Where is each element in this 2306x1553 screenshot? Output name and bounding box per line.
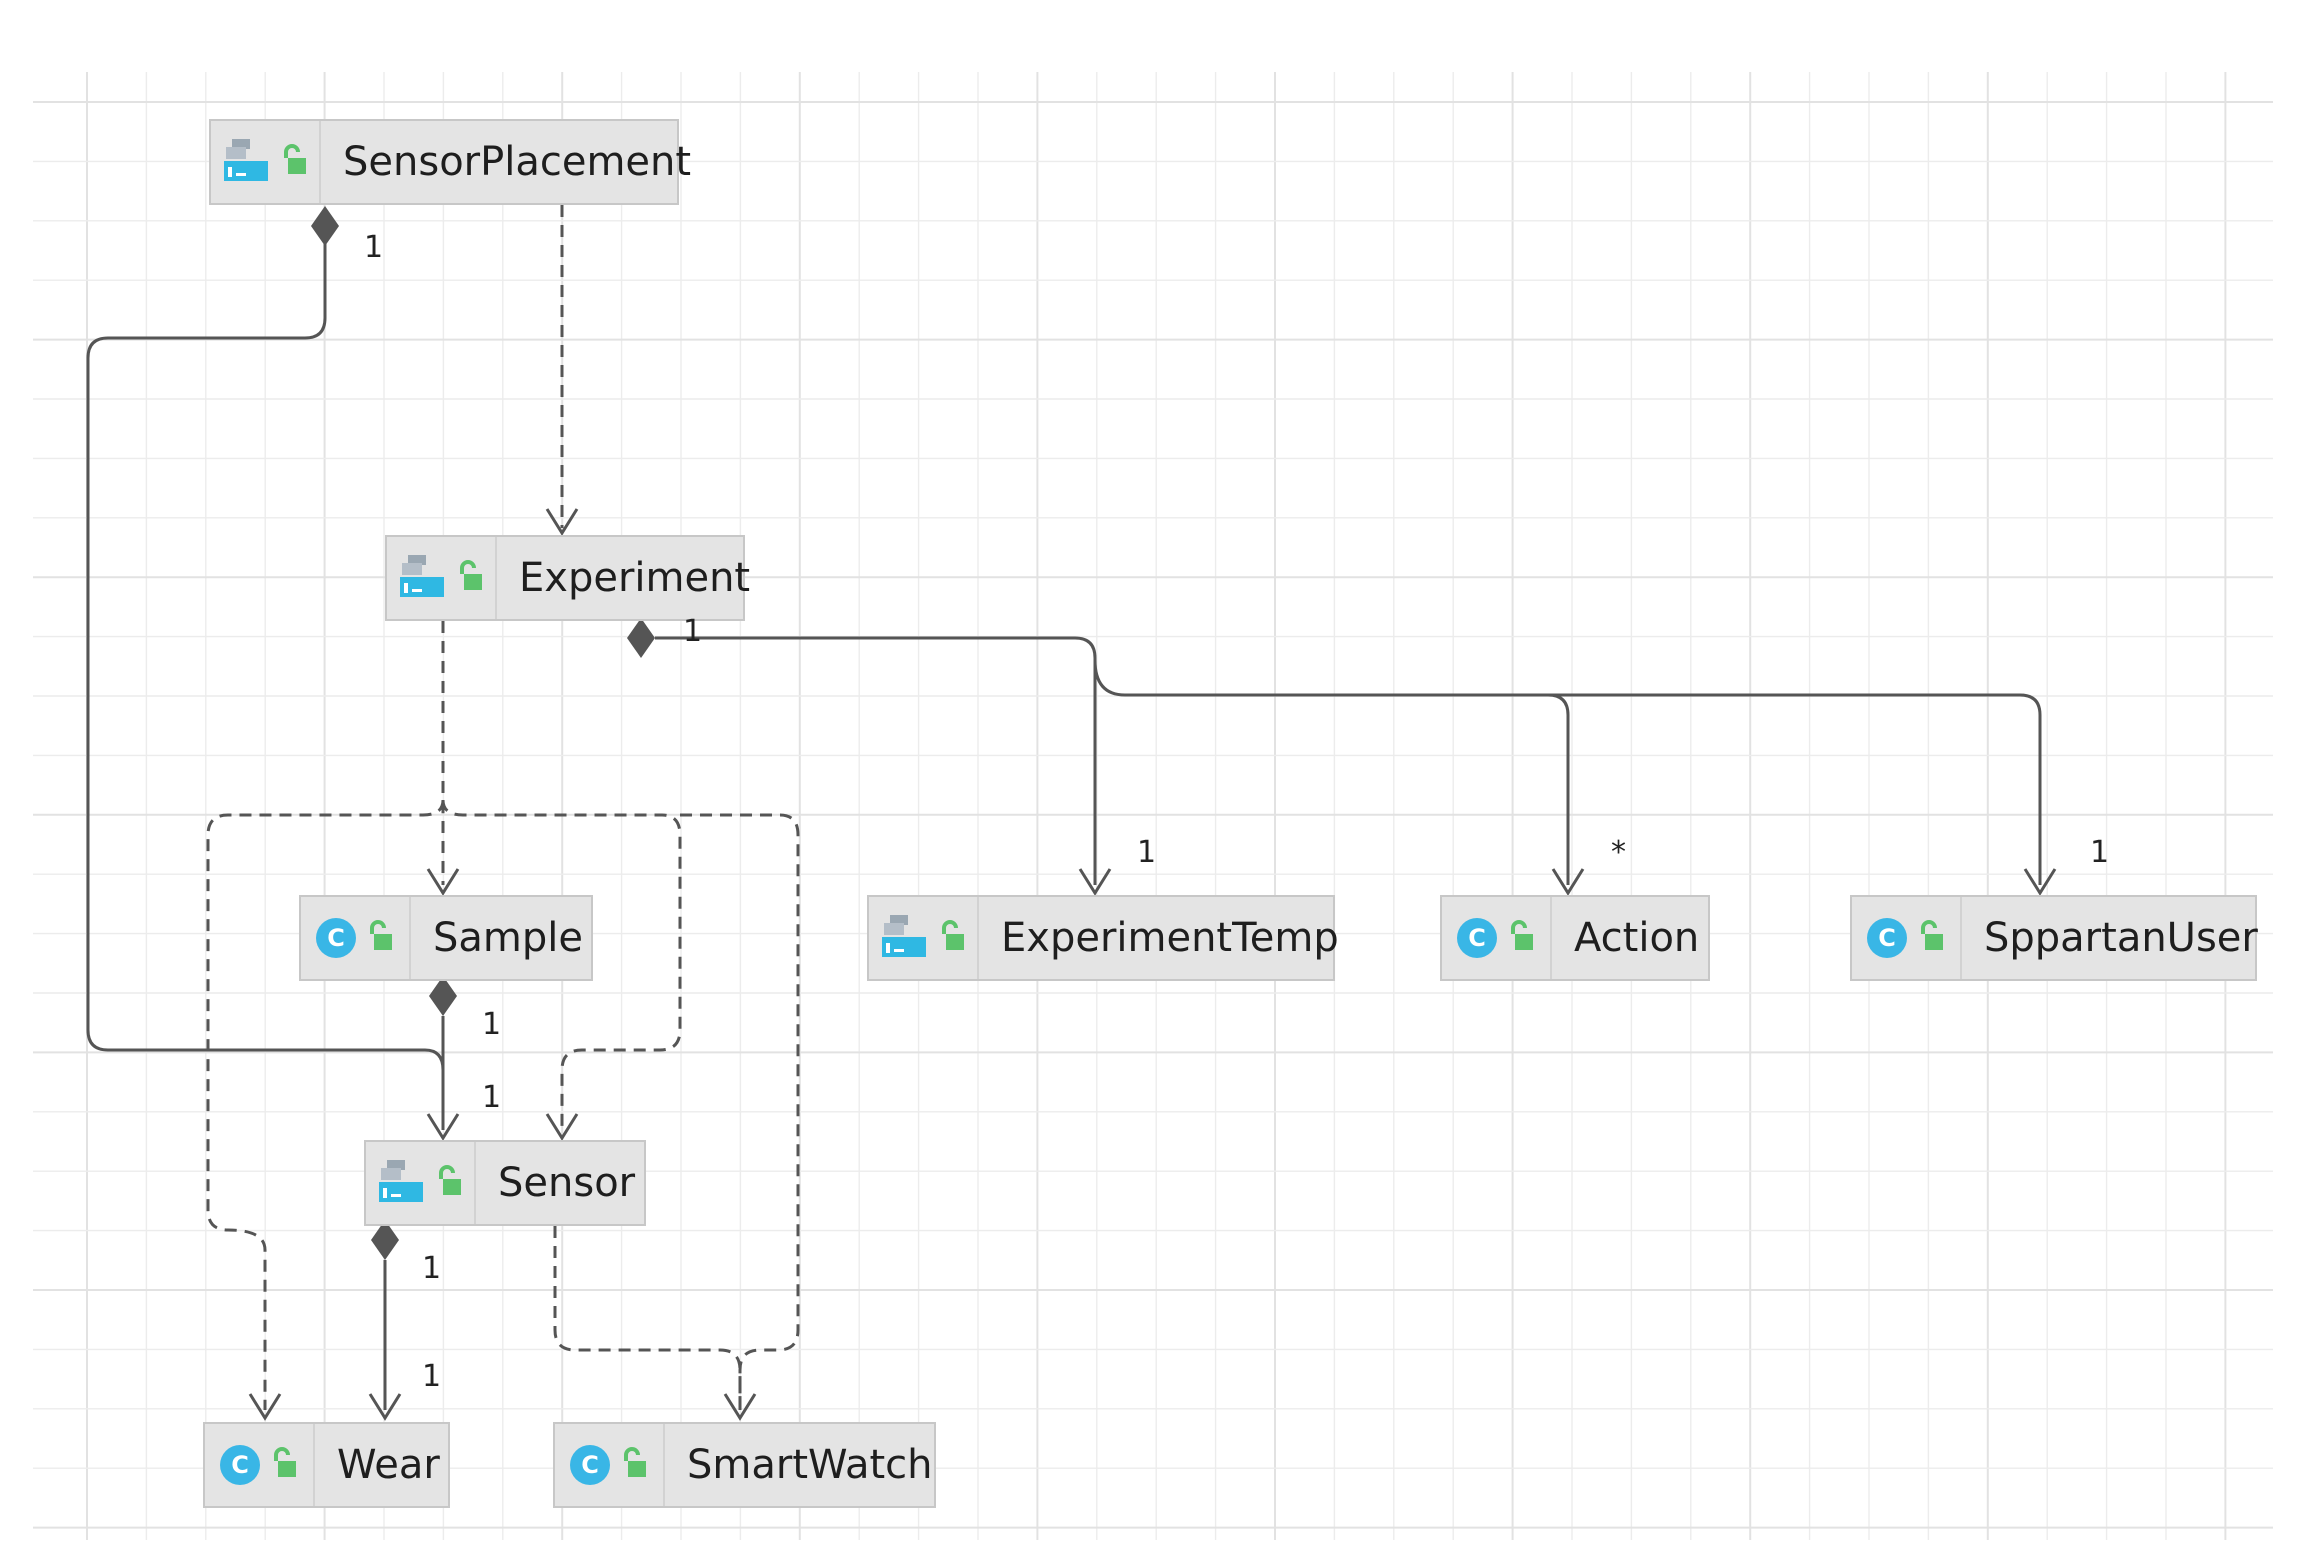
node-name: SmartWatch — [687, 1442, 933, 1488]
edge-experiment-action — [1093, 659, 1570, 885]
composition-diamond — [311, 206, 339, 246]
multiplicity-label: * — [1611, 835, 1626, 870]
multiplicity-label: 1 — [364, 230, 384, 265]
node-name: Experiment — [519, 555, 751, 601]
unlock-icon — [456, 560, 484, 596]
arrow-head — [426, 868, 460, 896]
composition-diamond — [371, 1220, 399, 1260]
unlock-icon — [1917, 920, 1945, 956]
class-icon: C — [570, 1445, 610, 1485]
node-name: Wear — [337, 1442, 440, 1488]
node-smartwatch[interactable]: C SmartWatch — [553, 1422, 936, 1508]
edge-sensor-smartwatch — [553, 1226, 742, 1410]
node-experiment[interactable]: Experiment — [385, 535, 750, 621]
multiplicity-label: 1 — [2090, 835, 2110, 870]
class-icon: C — [1867, 918, 1907, 958]
node-icons: C — [1852, 897, 1962, 979]
unlock-icon — [280, 144, 308, 180]
edge-sensorplacement-sensor — [86, 244, 445, 1130]
node-icons: C — [205, 1424, 315, 1506]
composition-diamond — [627, 618, 655, 658]
edge-experiment-wear — [206, 799, 445, 1410]
node-name: SensorPlacement — [343, 139, 692, 185]
arrow-head — [545, 1113, 579, 1141]
node-name: ExperimentTemp — [1001, 915, 1339, 961]
node-name: SppartanUser — [1984, 915, 2258, 961]
multiplicity-label: 1 — [1137, 835, 1157, 870]
unlock-icon — [435, 1165, 463, 1201]
unlock-icon — [366, 920, 394, 956]
node-icons: C — [555, 1424, 665, 1506]
unlock-icon — [1507, 920, 1535, 956]
node-experimenttemp[interactable]: ExperimentTemp — [867, 895, 1339, 981]
node-icons — [366, 1142, 476, 1224]
node-icons: C — [301, 897, 411, 979]
unlock-icon — [270, 1447, 298, 1483]
class-icon: C — [220, 1445, 260, 1485]
arrow-head — [248, 1393, 282, 1421]
node-wear[interactable]: C Wear — [203, 1422, 450, 1508]
node-name: Sample — [433, 915, 583, 961]
class-icon: C — [1457, 918, 1497, 958]
node-sensor[interactable]: Sensor — [364, 1140, 646, 1226]
table-icon — [880, 913, 928, 963]
unlock-icon — [938, 920, 966, 956]
edge-experiment-sensor — [441, 799, 682, 1130]
arrow-head — [723, 1393, 757, 1421]
arrow-head — [368, 1393, 402, 1421]
arrow-head — [545, 508, 579, 536]
multiplicity-label: 1 — [422, 1251, 442, 1286]
node-name: Sensor — [498, 1160, 636, 1206]
multiplicity-label: 1 — [482, 1007, 502, 1042]
node-icons — [387, 537, 497, 619]
node-action[interactable]: C Action — [1440, 895, 1710, 981]
edge-experiment-experimenttemp — [655, 636, 1097, 885]
node-sensorplacement[interactable]: SensorPlacement — [209, 119, 691, 205]
node-icons — [869, 897, 979, 979]
multiplicity-label: 1 — [422, 1359, 442, 1394]
node-sample[interactable]: C Sample — [299, 895, 593, 981]
node-name: Action — [1574, 915, 1700, 961]
composition-diamond — [429, 976, 457, 1016]
table-icon — [222, 137, 270, 187]
node-icons — [211, 121, 321, 203]
table-icon — [377, 1158, 425, 1208]
class-icon: C — [316, 918, 356, 958]
multiplicity-label: 1 — [683, 614, 703, 649]
arrow-head — [426, 1113, 460, 1141]
arrow-head — [2023, 868, 2057, 896]
node-icons: C — [1442, 897, 1552, 979]
edge-experiment-smartwatch — [680, 813, 800, 1410]
arrow-head — [1551, 868, 1585, 896]
node-sppartanuser[interactable]: C SppartanUser — [1850, 895, 2258, 981]
arrow-head — [1078, 868, 1112, 896]
table-icon — [398, 553, 446, 603]
edge-experiment-sppartanuser — [1548, 693, 2042, 885]
multiplicity-label: 1 — [482, 1080, 502, 1115]
unlock-icon — [620, 1447, 648, 1483]
